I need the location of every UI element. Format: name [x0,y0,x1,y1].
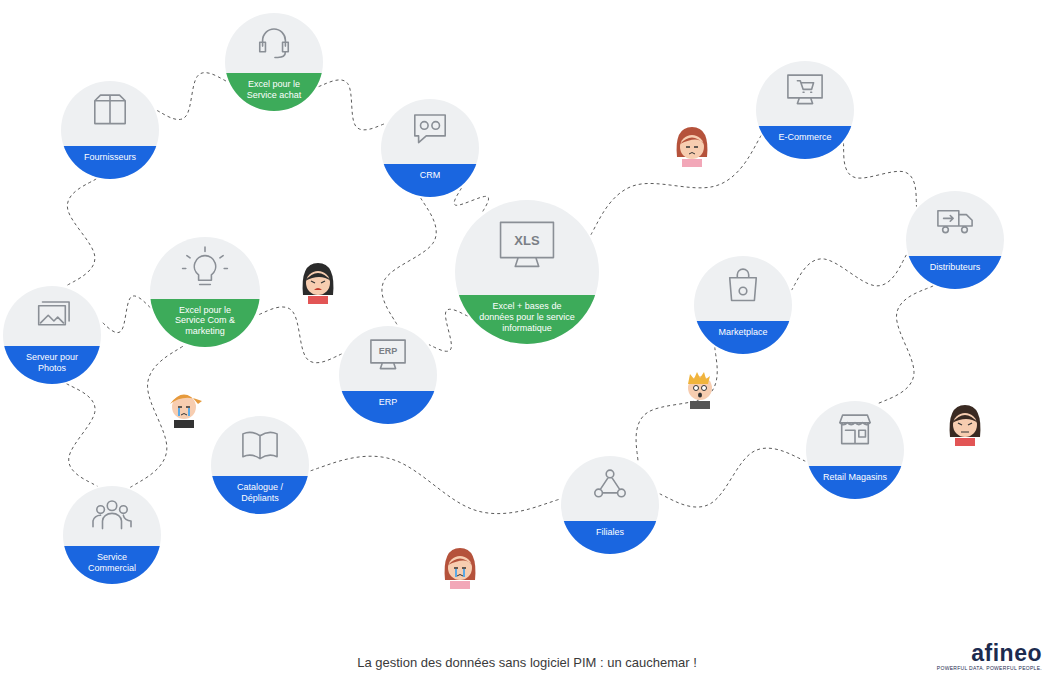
icon-drawing [938,211,972,233]
icon-label: XLS [455,232,599,247]
label-band: Filiales [561,521,659,554]
dashed-connector [101,296,150,333]
icon-drawing [183,247,228,284]
face [950,405,981,446]
system-circle: Service Commercial [63,486,161,584]
label-band: Serveur pour Photos [3,346,101,384]
dashed-connector [636,347,717,462]
node-label: Distributeurs [906,256,1004,273]
icon-drawing [39,302,69,325]
node-label: CRM [381,164,479,181]
icon-drawing [243,432,277,458]
node-label: Excel pour le Service achat [225,73,323,101]
node-label: Retail Magasins [806,466,904,483]
dashed-connector [157,73,227,120]
label-band: Distributeurs [906,256,1004,289]
node-label: Catalogue / Dépliants [211,476,309,504]
dashed-connector [66,179,96,286]
caption-text: La gestion des données sans logiciel PIM… [357,655,697,670]
system-circle: Retail Magasins [806,401,904,499]
dashed-connector [257,307,342,363]
system-circle: Catalogue / Dépliants [211,416,309,514]
label-band: Marketplace [694,321,792,354]
system-circle: Distributeurs [906,191,1004,289]
label-band: CRM [381,164,479,197]
icon-drawing [595,470,625,497]
dashed-connector [844,143,917,206]
dashed-connector [67,384,98,486]
dashed-connector [591,136,761,235]
system-circle: Excel pour le Service Com & marketing [150,237,260,347]
node-label: Service Commercial [63,546,161,574]
face [303,263,334,304]
face [677,127,708,167]
system-circle: Fournisseurs [61,81,159,179]
dashed-connector [660,448,805,507]
icon-label: ERP [339,346,437,356]
system-circle: Filiales [561,456,659,554]
system-circle: ERP ERP [339,326,437,424]
icon-drawing [415,115,445,143]
icon-drawing [840,415,870,444]
label-band: Catalogue / Dépliants [211,476,309,514]
system-circle: Serveur pour Photos [3,286,101,384]
icon-drawing [95,95,125,124]
label-band: Fournisseurs [61,146,159,179]
node-label: ERP [339,391,437,408]
node-label: Serveur pour Photos [3,346,101,374]
dashed-connector [792,255,906,290]
logo-word: afineo [937,642,1042,665]
faces [170,127,980,589]
icon-drawing [730,269,757,300]
logo: afineoPOWERFUL DATA. POWERFUL PEOPLE. [937,642,1042,671]
label-band: E-Commerce [756,126,854,159]
node-label: Excel + bases de données pour le service… [455,295,599,333]
system-circle: E-Commerce [756,61,854,159]
system-circle: Excel pour le Service achat [225,13,323,111]
node-label: Excel pour le Service Com & marketing [150,299,260,337]
label-band: ERP [339,391,437,424]
label-band: Service Commercial [63,546,161,584]
icon-drawing [788,75,822,104]
face [445,548,476,589]
icon-drawing [93,501,131,529]
system-circle: Marketplace [694,256,792,354]
icon-drawing [260,29,289,58]
logo-tagline: POWERFUL DATA. POWERFUL PEOPLE. [937,665,1042,671]
caption: La gestion des données sans logiciel PIM… [0,655,1054,670]
label-band: Retail Magasins [806,466,904,499]
system-circle: CRM [381,99,479,197]
node-label: Marketplace [694,321,792,338]
label-band: Excel + bases de données pour le service… [455,295,599,344]
node-label: Fournisseurs [61,146,159,163]
system-circle: XLS Excel + bases de données pour le serv… [455,200,599,344]
label-band: Excel pour le Service achat [225,73,323,111]
node-label: E-Commerce [756,126,854,143]
label-band: Excel pour le Service Com & marketing [150,299,260,347]
dashed-connector [382,198,436,325]
dashed-connector [877,286,933,404]
face [688,372,712,409]
dashed-connector [311,456,560,513]
dashed-connector [319,80,386,130]
face [170,395,202,429]
node-label: Filiales [561,521,659,538]
